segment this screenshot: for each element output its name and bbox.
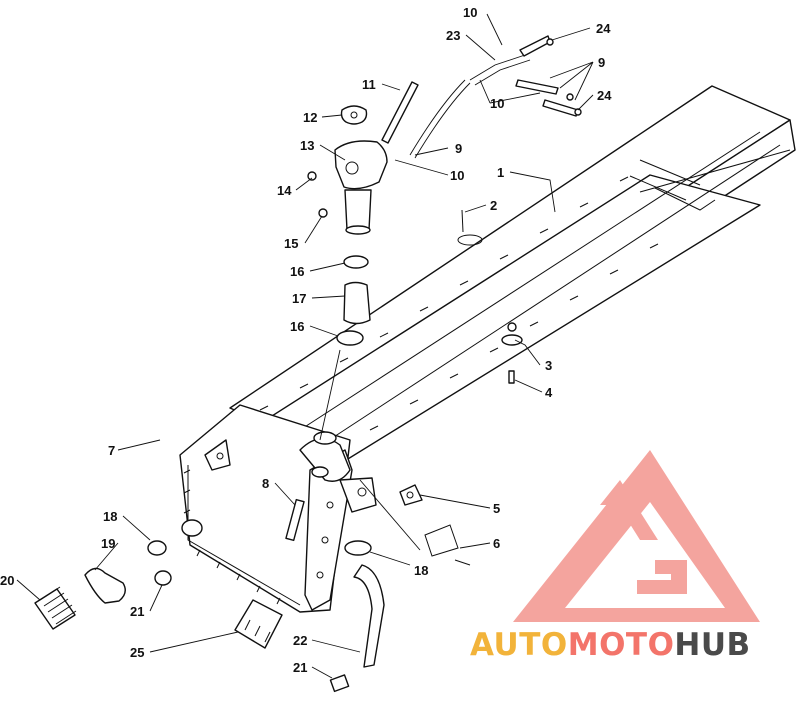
watermark-hub: HUB [674, 627, 750, 663]
hoses-and-lines [381, 35, 582, 159]
callout-5: 5 [493, 501, 500, 516]
callout-7: 7 [108, 443, 115, 458]
watermark-moto: MOTO [568, 627, 675, 663]
callout-labels: 10 23 24 9 10 24 11 12 13 9 10 14 1 2 15… [0, 5, 612, 675]
callout-22: 22 [293, 633, 307, 648]
callout-21-bottom: 21 [293, 660, 307, 675]
callout-25: 25 [130, 645, 144, 660]
watermark-text: AUTOMOTOHUB [470, 627, 751, 663]
callout-13: 13 [300, 138, 314, 153]
callout-24-mid: 24 [597, 88, 612, 103]
callout-9-mid: 9 [455, 141, 462, 156]
leader-lines [16, 13, 594, 679]
callout-21-left: 21 [130, 604, 144, 619]
hoses-clamps-pad [34, 498, 385, 693]
watermark-logo-icon [513, 450, 760, 622]
watermark-auto: AUTO [470, 627, 568, 663]
filler-neck-assembly [307, 105, 388, 346]
callout-8: 8 [262, 476, 269, 491]
callout-2: 2 [490, 198, 497, 213]
callout-10-top: 10 [463, 5, 477, 20]
callout-6: 6 [493, 536, 500, 551]
callout-3: 3 [545, 358, 552, 373]
callout-16-top: 16 [290, 264, 304, 279]
callout-12: 12 [303, 110, 317, 125]
callout-16-low: 16 [290, 319, 304, 334]
callout-10-low: 10 [450, 168, 464, 183]
callout-10-mid: 10 [490, 96, 504, 111]
outlet-elbow [299, 431, 423, 513]
callout-1: 1 [497, 165, 504, 180]
callout-11: 11 [362, 77, 376, 92]
callout-19: 19 [101, 536, 115, 551]
callout-24-top: 24 [596, 21, 611, 36]
hardware [424, 209, 523, 566]
callout-20: 20 [0, 573, 14, 588]
callout-15: 15 [284, 236, 298, 251]
callout-14: 14 [277, 183, 292, 198]
callout-23: 23 [446, 28, 460, 43]
callout-4: 4 [545, 385, 553, 400]
callout-18-left: 18 [103, 509, 117, 524]
tunnel-rails [229, 85, 796, 471]
callout-18-right: 18 [414, 563, 428, 578]
callout-17: 17 [292, 291, 306, 306]
callout-9-right: 9 [598, 55, 605, 70]
